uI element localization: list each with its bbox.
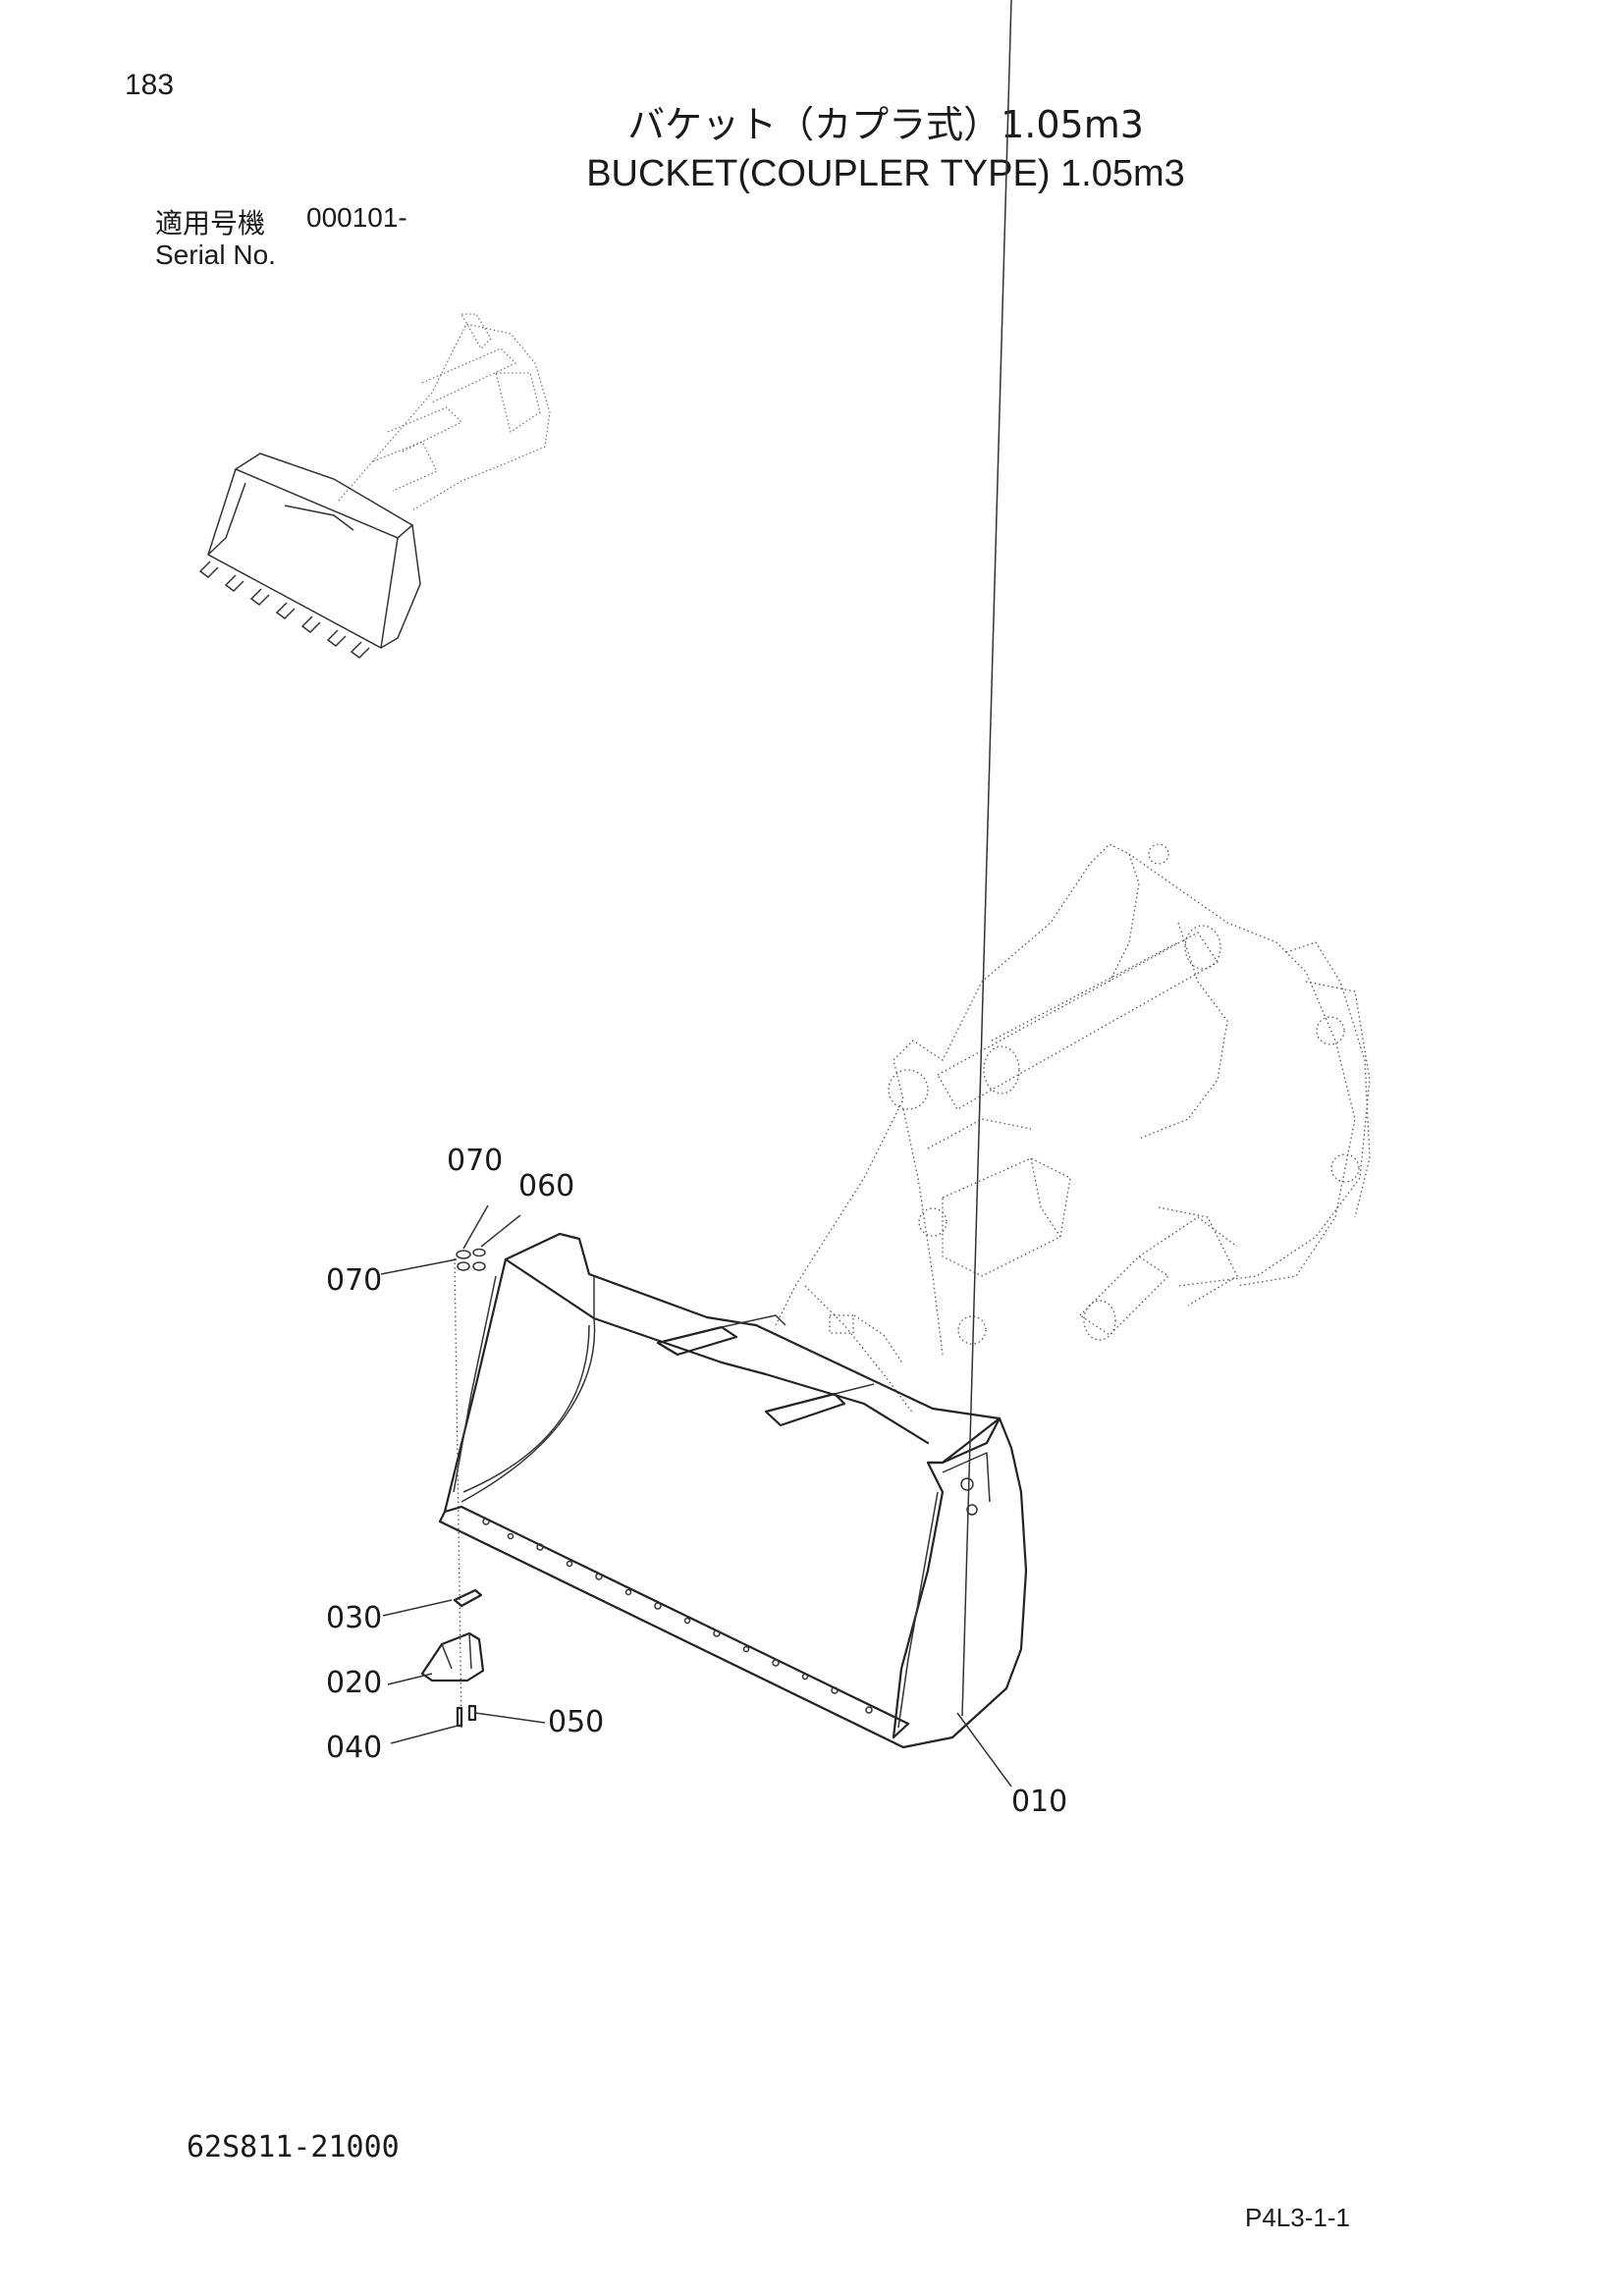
leader-lines (380, 0, 1012, 1788)
callout-040: 040 (326, 1731, 382, 1765)
drawing-number: 62S811-21000 (187, 2130, 400, 2164)
callout-020: 020 (326, 1666, 382, 1700)
bucket-010 (438, 1232, 1028, 1749)
callout-060: 060 (518, 1169, 574, 1203)
callout-030: 030 (326, 1601, 382, 1635)
serial-label-english: Serial No. (155, 240, 276, 270)
page-number: 183 (125, 69, 175, 101)
serial-label-japanese: 適用号機 (155, 207, 266, 240)
callout-010: 010 (1011, 1785, 1067, 1819)
loader-arm-ghost (775, 843, 1371, 1415)
title-english: BUCKET(COUPLER TYPE) 1.05m3 (586, 153, 1185, 194)
callout-070-top: 070 (447, 1144, 503, 1178)
overview-thumbnail (198, 313, 551, 659)
page-code: P4L3-1-1 (1245, 2203, 1350, 2232)
serial-number-value: 000101- (306, 202, 407, 233)
title-japanese: バケット（カプラ式）1.05m3 (627, 103, 1144, 146)
exploded-hardware (420, 1248, 486, 1729)
callout-050: 050 (548, 1705, 604, 1739)
callout-070-left: 070 (326, 1263, 382, 1298)
